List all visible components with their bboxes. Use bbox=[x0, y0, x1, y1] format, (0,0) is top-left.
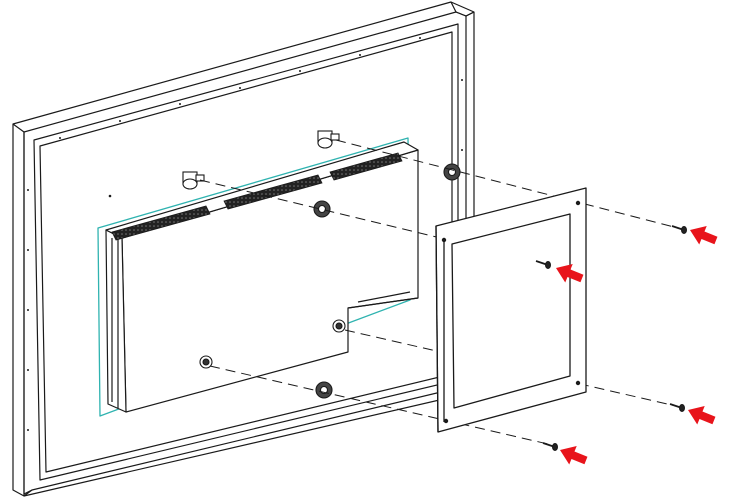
callout-arrow-3-icon bbox=[688, 405, 716, 425]
vesa-hole-top-right bbox=[443, 163, 461, 181]
screws bbox=[535, 225, 687, 451]
vesa-hole-top-left bbox=[313, 200, 331, 218]
vent-grille-3 bbox=[329, 152, 403, 181]
standoff-left bbox=[182, 171, 205, 190]
screw-mid bbox=[535, 260, 551, 269]
bracket-holes bbox=[441, 200, 581, 424]
standoffs bbox=[182, 130, 340, 190]
callout-arrow-2-icon bbox=[556, 263, 584, 283]
callout-arrow-4-icon bbox=[560, 445, 588, 465]
mount-bracket bbox=[435, 187, 587, 433]
screw-top-right bbox=[671, 225, 687, 234]
vent-grilles bbox=[111, 152, 403, 241]
callout-arrows bbox=[556, 225, 718, 465]
screw-bottom-right bbox=[669, 403, 685, 412]
inner-panel-outline bbox=[97, 137, 411, 417]
vent-grille-2 bbox=[223, 174, 323, 210]
vent-grille-1 bbox=[111, 205, 211, 241]
housing-boss-2 bbox=[199, 355, 213, 369]
screw-bottom bbox=[542, 442, 558, 451]
callout-arrow-1-icon bbox=[690, 225, 718, 245]
housing-boss-1 bbox=[332, 319, 346, 333]
vesa-hole-bottom-left bbox=[315, 381, 333, 399]
standoff-right bbox=[317, 130, 340, 149]
bracket-window bbox=[451, 213, 571, 409]
